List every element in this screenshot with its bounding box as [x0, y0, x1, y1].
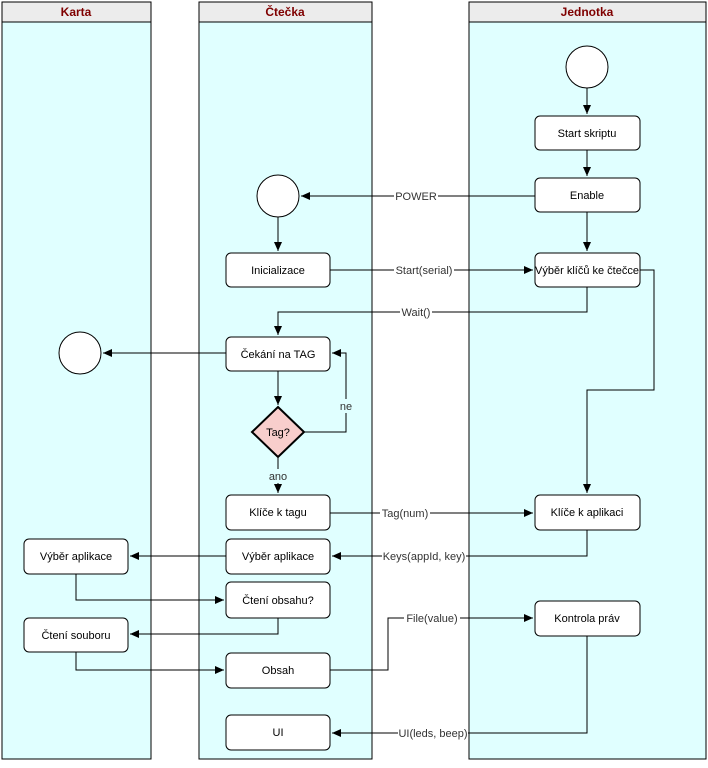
node-start-skriptu-label: Start skriptu — [558, 128, 617, 140]
start-node-jednotka — [565, 45, 609, 89]
edge-label-power: POWER — [395, 191, 437, 203]
lane-karta-title: Karta — [61, 5, 92, 19]
node-vyber-aplikace-karta-label: Výběr aplikace — [40, 551, 112, 563]
node-klice-k-aplikaci — [534, 494, 641, 531]
edge-label-wait: Wait() — [402, 307, 431, 319]
node-vyber-aplikace-karta — [23, 538, 129, 575]
node-klice-k-aplikaci-label: Klíče k aplikaci — [551, 507, 624, 519]
start-node-ctecka — [256, 174, 300, 218]
node-cteni-souboru-label: Čtení souboru — [41, 629, 110, 642]
edge-ne — [304, 349, 347, 433]
node-tag-decision-label: Tag? — [266, 427, 290, 439]
edge-labels: POWER Start(serial) Wait() ne ano Tag(nu… — [266, 189, 468, 740]
node-inicializace-label: Inicializace — [251, 265, 305, 277]
edge-vyber-to-klice-aplikaci — [583, 269, 655, 493]
lane-ctecka: Čtečka — [198, 1, 373, 760]
node-ui — [225, 714, 331, 751]
edge-label-keys: Keys(appId, key) — [383, 551, 466, 563]
edge-label-tag-num: Tag(num) — [382, 508, 428, 520]
edge-cteni-to-soubor — [130, 618, 279, 638]
edge-file-value — [330, 614, 533, 671]
node-ui-label: UI — [273, 727, 284, 739]
lane-jednotka-title: Jednotka — [561, 5, 614, 19]
node-vyber-aplikace-ctecka — [225, 538, 331, 575]
edge-label-ui-leds: UI(leds, beep) — [398, 728, 467, 740]
node-enable — [534, 177, 641, 213]
node-klice-k-tagu — [225, 494, 331, 531]
edge-soubor-to-obsah — [75, 652, 224, 674]
node-obsah — [225, 652, 331, 689]
node-vyber-klicu-label: Výběr klíčů ke čtečce — [535, 265, 639, 277]
lane-ctecka-title: Čtečka — [265, 4, 305, 19]
end-node-karta — [58, 331, 102, 375]
node-kontrola-prav-label: Kontrola práv — [554, 613, 620, 625]
node-start-skriptu — [534, 115, 641, 151]
node-cteni-obsahu-label: Čtení obsahu? — [242, 594, 314, 607]
node-cekani-na-tag — [225, 336, 331, 372]
node-vyber-klicu — [534, 252, 641, 288]
node-klice-k-tagu-label: Klíče k tagu — [249, 507, 306, 519]
edge-label-ne: ne — [340, 401, 352, 413]
node-vyber-aplikace-ctecka-label: Výběr aplikace — [242, 551, 314, 563]
node-tag-decision — [250, 405, 306, 459]
node-obsah-label: Obsah — [262, 665, 294, 677]
edge-label-start-serial: Start(serial) — [396, 265, 453, 277]
edge-karta-app-to-cteni — [75, 574, 224, 604]
nodes: Start skriptu Enable Výběr klíčů ke čteč… — [23, 45, 641, 751]
node-enable-label: Enable — [570, 190, 604, 202]
node-kontrola-prav — [534, 600, 641, 637]
node-cteni-souboru — [23, 617, 129, 653]
node-inicializace — [225, 252, 331, 288]
node-cteni-obsahu — [225, 581, 331, 619]
edge-label-file-value: File(value) — [406, 613, 457, 625]
edge-wait — [274, 287, 588, 335]
node-cekani-na-tag-label: Čekání na TAG — [241, 348, 316, 361]
edge-label-ano: ano — [269, 471, 287, 483]
